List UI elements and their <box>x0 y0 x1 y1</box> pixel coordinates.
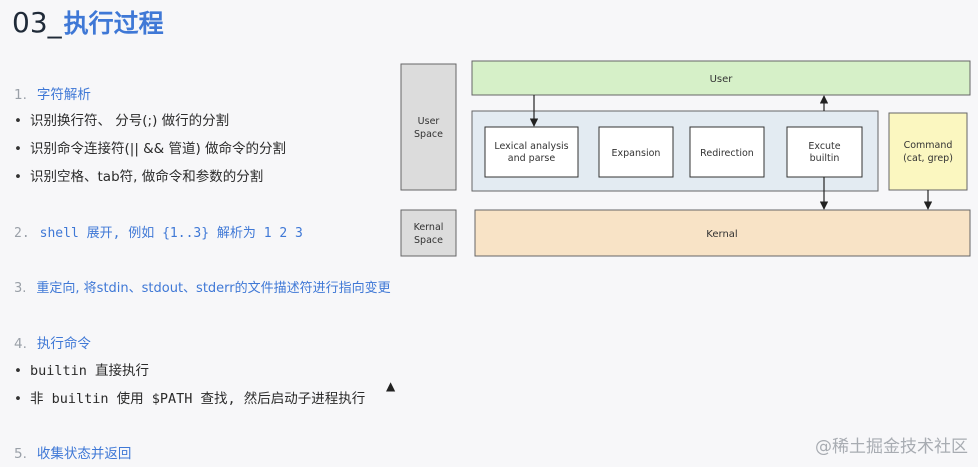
step-1-bullet-1: •识别换行符、 分号(;) 做行的分割 <box>14 113 230 129</box>
step-5-index: 5. <box>14 446 27 462</box>
step-1-index: 1. <box>14 87 27 103</box>
excute-label-2: builtin <box>810 153 840 164</box>
step-5: 5. 收集状态并返回 <box>14 445 131 463</box>
excute-label-1: Excute <box>808 141 840 152</box>
user-box <box>471 60 971 96</box>
step-3-label: 重定向, 将stdin、stdout、stderr的文件描述符进行指向变更 <box>36 281 391 296</box>
kernel-space-label-2: Space <box>414 235 443 246</box>
lexical-label-2: and parse <box>508 153 556 164</box>
bullet-dot: • <box>14 391 22 407</box>
command-label-1: Command <box>904 140 953 151</box>
mouse-cursor-icon: ▲ <box>386 379 396 393</box>
redirection-label: Redirection <box>700 148 754 159</box>
title-text: 执行过程 <box>63 9 164 38</box>
kernel-space-box <box>400 209 457 257</box>
step-1: 1. 字符解析 <box>14 86 91 104</box>
excute-builtin-box <box>786 126 863 178</box>
step-4-index: 4. <box>14 336 27 352</box>
step-3-index: 3. <box>14 281 27 296</box>
kernel-space-label-1: Kernal <box>414 222 444 233</box>
title-number: 03_ <box>12 6 62 39</box>
kernel-box <box>474 209 971 257</box>
step-1-bullet-3: •识别空格、tab符, 做命令和参数的分割 <box>14 169 264 185</box>
lexical-label-1: Lexical analysis <box>494 141 568 152</box>
bullet-dot: • <box>14 169 22 185</box>
step-1-bullet-2: •识别命令连接符(|| && 管道) 做命令的分割 <box>14 141 287 157</box>
user-space-label-1: User <box>418 116 440 127</box>
step-4-bullet-1: •builtin 直接执行 <box>14 363 150 379</box>
step-4: 4. 执行命令 <box>14 335 91 353</box>
step-1-label: 字符解析 <box>36 87 91 103</box>
bullet-dot: • <box>14 141 22 157</box>
step-3: 3. 重定向, 将stdin、stdout、stderr的文件描述符进行指向变更 <box>14 280 391 298</box>
bullet-dot: • <box>14 113 22 129</box>
step-2-index: 2. <box>14 226 30 241</box>
watermark: @稀土掘金技术社区 <box>815 437 968 457</box>
expansion-box <box>598 126 674 178</box>
page-title: 03_执行过程 <box>12 4 164 44</box>
step-2: 2. shell 展开, 例如 {1..3} 解析为 1 2 3 <box>14 225 303 243</box>
kernel-label: Kernal <box>706 229 737 240</box>
lexical-analysis-box <box>484 126 579 178</box>
step-5-label: 收集状态并返回 <box>36 446 132 462</box>
redirection-box <box>689 126 765 178</box>
step-2-label: shell 展开, 例如 {1..3} 解析为 1 2 3 <box>39 226 303 241</box>
user-space-box <box>400 63 457 191</box>
command-label-2: (cat, grep) <box>903 153 953 164</box>
step-4-bullet-2: •非 builtin 使用 $PATH 查找, 然后启动子进程执行 <box>14 391 366 407</box>
user-space-label-2: Space <box>414 129 443 140</box>
bullet-dot: • <box>14 363 22 379</box>
user-label: User <box>710 74 734 85</box>
step-4-label: 执行命令 <box>36 336 91 352</box>
expansion-label: Expansion <box>612 148 661 159</box>
command-box <box>888 112 968 191</box>
